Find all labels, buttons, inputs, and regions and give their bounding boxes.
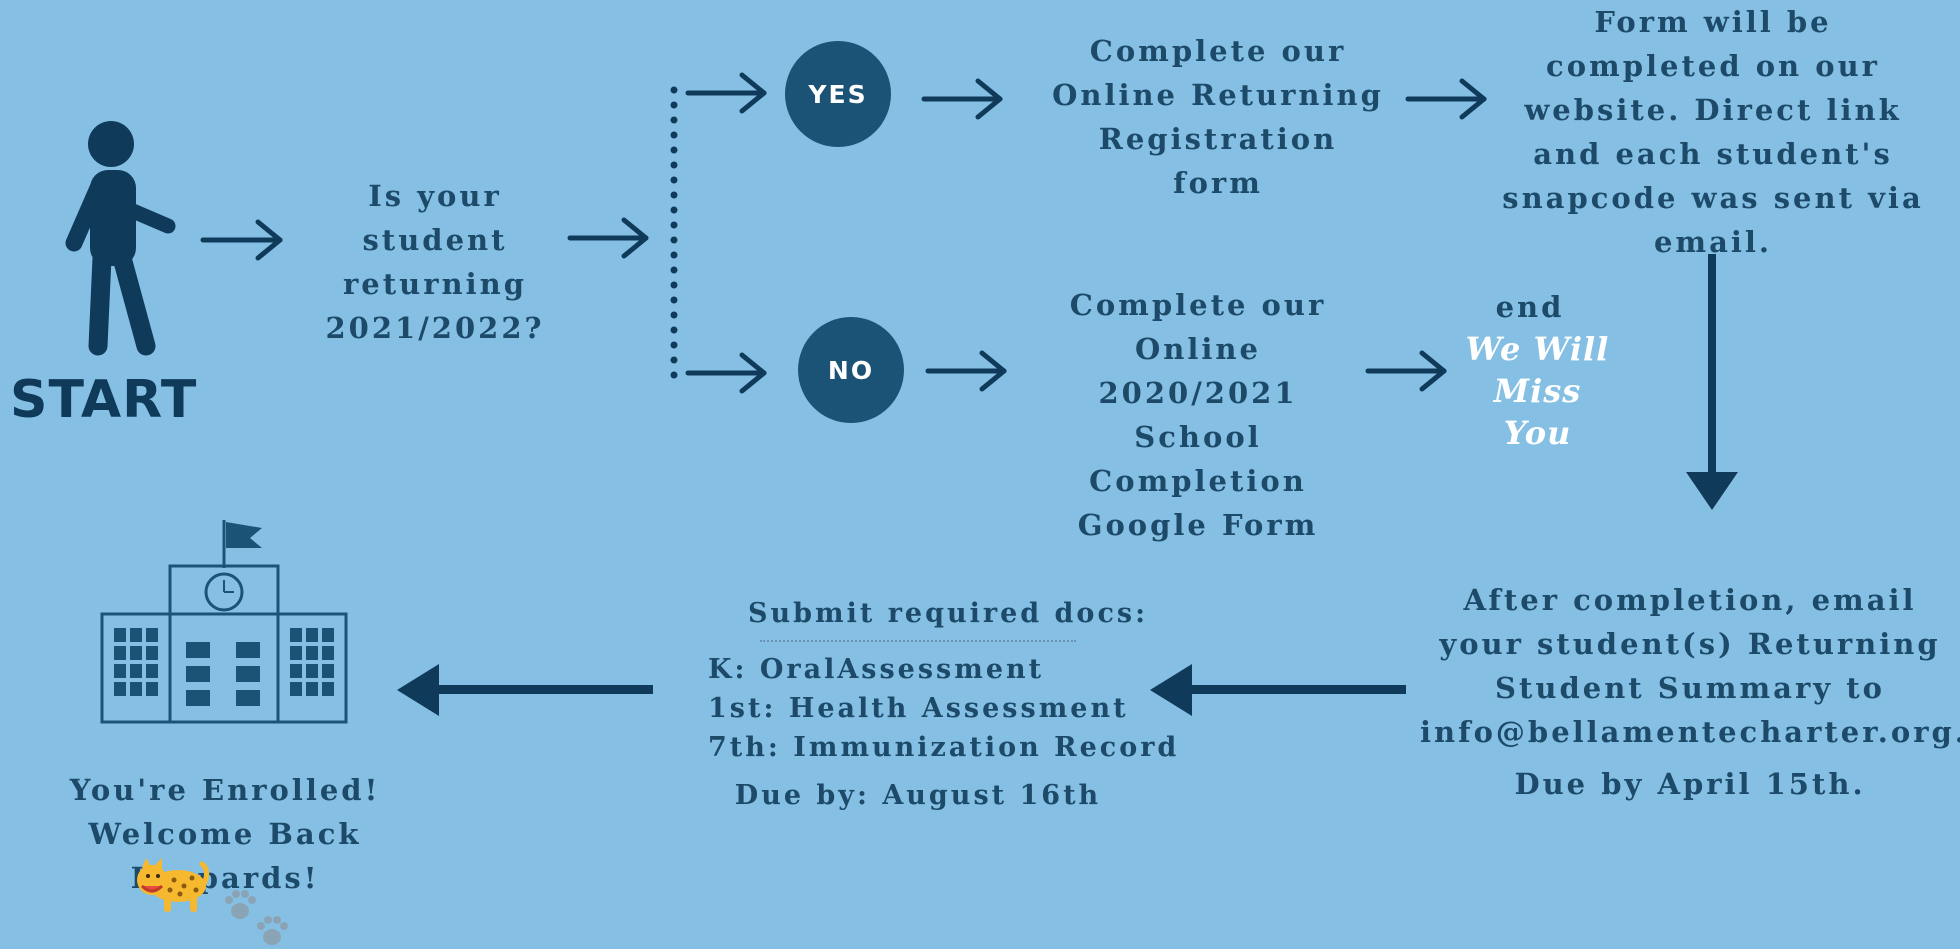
farewell-text: We Will Miss You (1465, 330, 1610, 452)
arrow-docs-to-enrolled (397, 664, 653, 716)
paw-print-icon (225, 890, 256, 919)
yes-circle: YES (785, 41, 891, 147)
arrow-branch-to-no (685, 352, 767, 394)
arrow-email-to-docs (1150, 664, 1406, 716)
no-circle: NO (798, 317, 904, 423)
question-text: Is your student returning 2021/2022? (325, 179, 545, 345)
docs-title: Submit required docs: (748, 598, 1149, 629)
enrolled-line-1: You're Enrolled! (69, 773, 381, 807)
docs-title-underline (760, 640, 1076, 642)
walking-person-icon (65, 121, 176, 356)
arrow-branch-to-yes (685, 72, 767, 114)
enrolled-line-2: Welcome Back Leopards! (88, 817, 362, 895)
email-due-date: Due by April 15th. (1514, 767, 1866, 801)
arrow-yes-to-registration (921, 78, 1003, 120)
arrow-completion-to-end (1365, 350, 1447, 392)
paw-print-icon (257, 916, 288, 945)
enrolled-text: You're Enrolled! Welcome Back Leopards! (0, 768, 450, 900)
arrow-start-to-question (200, 219, 283, 261)
docs-item: 1st: Health Assessment (708, 693, 1129, 724)
arrow-note-to-email (1686, 254, 1738, 510)
arrow-registration-to-note (1405, 78, 1487, 120)
end-label: end (1495, 290, 1565, 324)
arrow-no-to-completion-form (925, 350, 1007, 392)
completion-form-step: Complete our Online 2020/2021 School Com… (1069, 288, 1327, 542)
school-building-icon (100, 520, 348, 724)
arrow-question-to-branch (567, 217, 649, 259)
docs-item: 7th: Immunization Record (708, 732, 1180, 763)
docs-item: K: OralAssessment (708, 654, 1045, 685)
registration-step: Complete our Online Returning Registrati… (1052, 34, 1384, 200)
docs-list: K: OralAssessment 1st: Health Assessment… (708, 650, 1179, 767)
start-label: START (10, 370, 198, 430)
email-instructions: After completion, email your student(s) … (1420, 583, 1960, 749)
leopard-emoji-icon (137, 858, 210, 912)
docs-due-date: Due by: August 16th (734, 780, 1102, 811)
form-note: Form will be completed on our website. D… (1502, 5, 1924, 259)
